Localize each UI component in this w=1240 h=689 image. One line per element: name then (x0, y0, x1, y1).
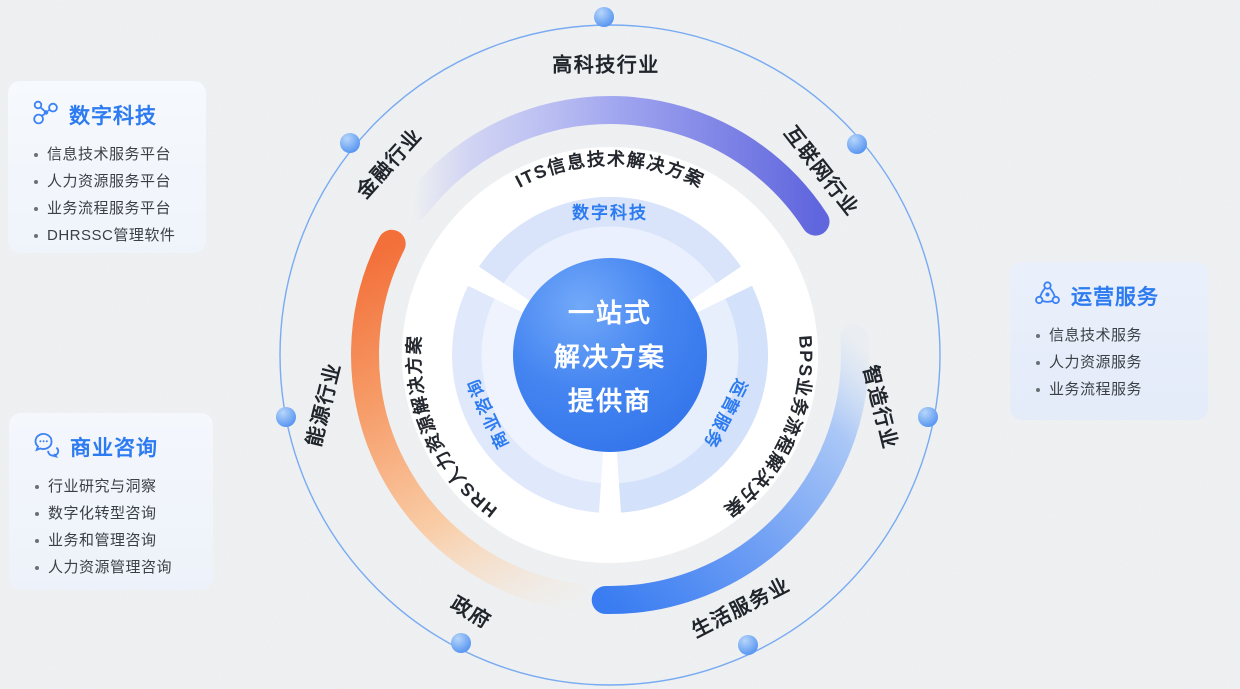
circle-dot (918, 407, 938, 427)
list-item: 业务流程服务平台 (32, 195, 192, 222)
center-line-1: 一站式 (567, 298, 653, 328)
card-operations-items: 信息技术服务 人力资源服务 业务流程服务 (1034, 322, 1194, 403)
card-operations-title: 运营服务 (1071, 286, 1159, 309)
card-consulting-items: 行业研究与洞察 数字化转型咨询 业务和管理咨询 人力资源管理咨询 (33, 473, 199, 581)
circle-dot (738, 635, 758, 655)
list-item: 行业研究与洞察 (33, 473, 199, 500)
center-line-2: 解决方案 (553, 342, 667, 372)
list-item: 信息技术服务 (1034, 322, 1194, 349)
list-item: 人力资源管理咨询 (33, 554, 199, 581)
chat-bubbles-icon (33, 431, 60, 463)
card-digital-title: 数字科技 (69, 105, 157, 128)
circle-dot (340, 133, 360, 153)
card-digital-items: 信息技术服务平台 人力资源服务平台 业务流程服务平台 DHRSSC管理软件 (32, 141, 192, 249)
list-item: 人力资源服务平台 (32, 168, 192, 195)
industry-label-hightech: 高科技行业 (552, 54, 660, 77)
network-nodes-icon (32, 99, 59, 131)
card-digital-technology: 数字科技 信息技术服务平台 人力资源服务平台 业务流程服务平台 DHRSSC管理… (8, 81, 206, 253)
circle-dot (594, 7, 614, 27)
center-value-proposition: 一站式 解决方案 提供商 (554, 291, 666, 423)
card-consulting-header: 商业咨询 (33, 431, 199, 463)
ops-triangle-icon (1034, 280, 1061, 312)
card-business-consulting: 商业咨询 行业研究与洞察 数字化转型咨询 业务和管理咨询 人力资源管理咨询 (9, 413, 213, 590)
list-item: 信息技术服务平台 (32, 141, 192, 168)
list-item: 业务流程服务 (1034, 376, 1194, 403)
list-item: 业务和管理咨询 (33, 527, 199, 554)
center-line-3: 提供商 (567, 386, 653, 416)
list-item: DHRSSC管理软件 (32, 222, 192, 249)
circle-dot (276, 407, 296, 427)
card-operations-header: 运营服务 (1034, 280, 1194, 312)
circle-dot (847, 134, 867, 154)
list-item: 人力资源服务 (1034, 349, 1194, 376)
card-operation-services: 运营服务 信息技术服务 人力资源服务 业务流程服务 (1010, 262, 1208, 420)
circle-dot (451, 633, 471, 653)
list-item: 数字化转型咨询 (33, 500, 199, 527)
card-digital-header: 数字科技 (32, 99, 192, 131)
sector-label-digital: 数字科技 (572, 203, 648, 223)
card-consulting-title: 商业咨询 (70, 437, 158, 460)
